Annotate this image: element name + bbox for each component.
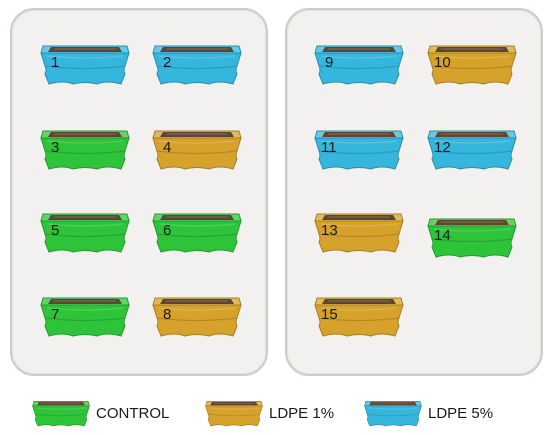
pot-number: 8 [163,306,172,323]
pot-shape [152,297,242,337]
pot-1: 1 [37,40,133,88]
pot-number: 15 [321,306,338,323]
pot-15: 15 [311,292,407,340]
pot-11: 11 [311,125,407,173]
legend-control-pot-icon [32,401,90,427]
pot-number: 13 [321,222,338,239]
pot-13: 13 [311,208,407,256]
pot-6: 6 [149,208,245,256]
pot-shape [152,45,242,85]
pot-9: 9 [311,40,407,88]
legend-ldpe-5-label: LDPE 5% [428,405,494,422]
pot-shape [314,45,404,85]
pot-10: 10 [424,40,520,88]
pot-number: 9 [325,54,334,71]
pot-shape [40,45,130,85]
pot-4: 4 [149,125,245,173]
pot-number: 5 [51,222,60,239]
legend-ldpe-1-pot-icon [205,401,263,427]
pot-number: 1 [51,54,60,71]
pot-number: 4 [163,139,172,156]
pot-shape [314,213,404,253]
pot-number: 12 [434,139,451,156]
pot-12: 12 [424,125,520,173]
pot-14: 14 [424,213,520,261]
pot-3: 3 [37,125,133,173]
pot-shape [40,130,130,170]
pot-2: 2 [149,40,245,88]
pot-7: 7 [37,292,133,340]
pot-shape [152,130,242,170]
pot-shape [427,130,517,170]
pot-number: 3 [51,139,60,156]
legend-ldpe-1-label: LDPE 1% [269,405,335,422]
pot-shape [427,218,517,258]
pot-8: 8 [149,292,245,340]
pot-shape [40,297,130,337]
legend-ldpe-5-pot-icon [364,401,422,427]
pot-number: 14 [434,227,451,244]
pot-number: 10 [434,54,451,71]
pot-number: 7 [51,306,60,323]
pot-shape [314,130,404,170]
pot-shape [40,213,130,253]
pot-shape [314,297,404,337]
pot-number: 6 [163,222,172,239]
pot-shape [427,45,517,85]
pot-shape [152,213,242,253]
pot-number: 11 [321,139,337,156]
pot-5: 5 [37,208,133,256]
legend-control-label: CONTROL [96,405,170,422]
pot-number: 2 [163,54,172,71]
